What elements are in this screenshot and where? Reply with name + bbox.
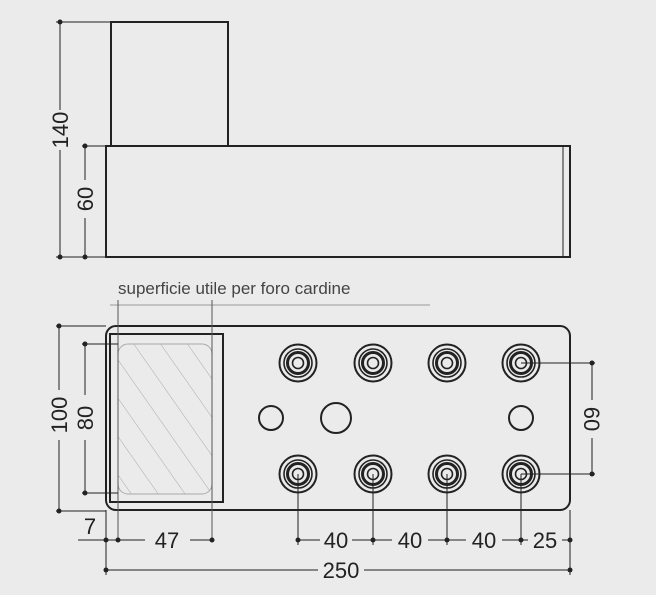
dim-label-40-c: 40 (472, 528, 496, 553)
small-hole (508, 405, 534, 431)
mounting-holes (258, 343, 541, 494)
useful-area-hatched (117, 343, 213, 495)
plan-view (105, 300, 571, 542)
countersunk-ring (358, 348, 388, 378)
countersunk-ring (440, 356, 454, 370)
dim-label-60-base: 60 (73, 187, 98, 211)
dim-label-140: 140 (48, 112, 73, 149)
large-hole (320, 402, 352, 434)
countersunk-ring (283, 348, 313, 378)
dim-label-80: 80 (73, 406, 98, 430)
base-plate (105, 325, 571, 511)
dim-label-40-b: 40 (398, 528, 422, 553)
upright-block (110, 21, 229, 147)
countersunk-ring (291, 356, 305, 370)
countersunk-hole (427, 343, 467, 383)
plan-dimension-lines (56, 325, 595, 575)
dim-label-100: 100 (47, 397, 72, 434)
countersunk-ring (366, 356, 380, 370)
dimension-dots (56, 323, 595, 573)
dim-label-250: 250 (323, 558, 360, 583)
useful-surface-note: superficie utile per foro cardine (118, 279, 350, 298)
dim-label-47: 47 (155, 528, 179, 553)
dim-label-40-a: 40 (324, 528, 348, 553)
dim-label-60-holes: 60 (579, 407, 604, 431)
countersunk-ring (435, 351, 459, 375)
dim-label-25: 25 (533, 528, 557, 553)
countersunk-hole (353, 343, 393, 383)
hinge-block (109, 333, 224, 503)
countersunk-ring (286, 351, 310, 375)
dim-label-7: 7 (84, 514, 96, 539)
countersunk-hole (278, 343, 318, 383)
base-block (105, 145, 571, 258)
side-view (56, 19, 571, 260)
small-hole (258, 405, 284, 431)
countersunk-ring (432, 348, 462, 378)
countersunk-ring (361, 351, 385, 375)
